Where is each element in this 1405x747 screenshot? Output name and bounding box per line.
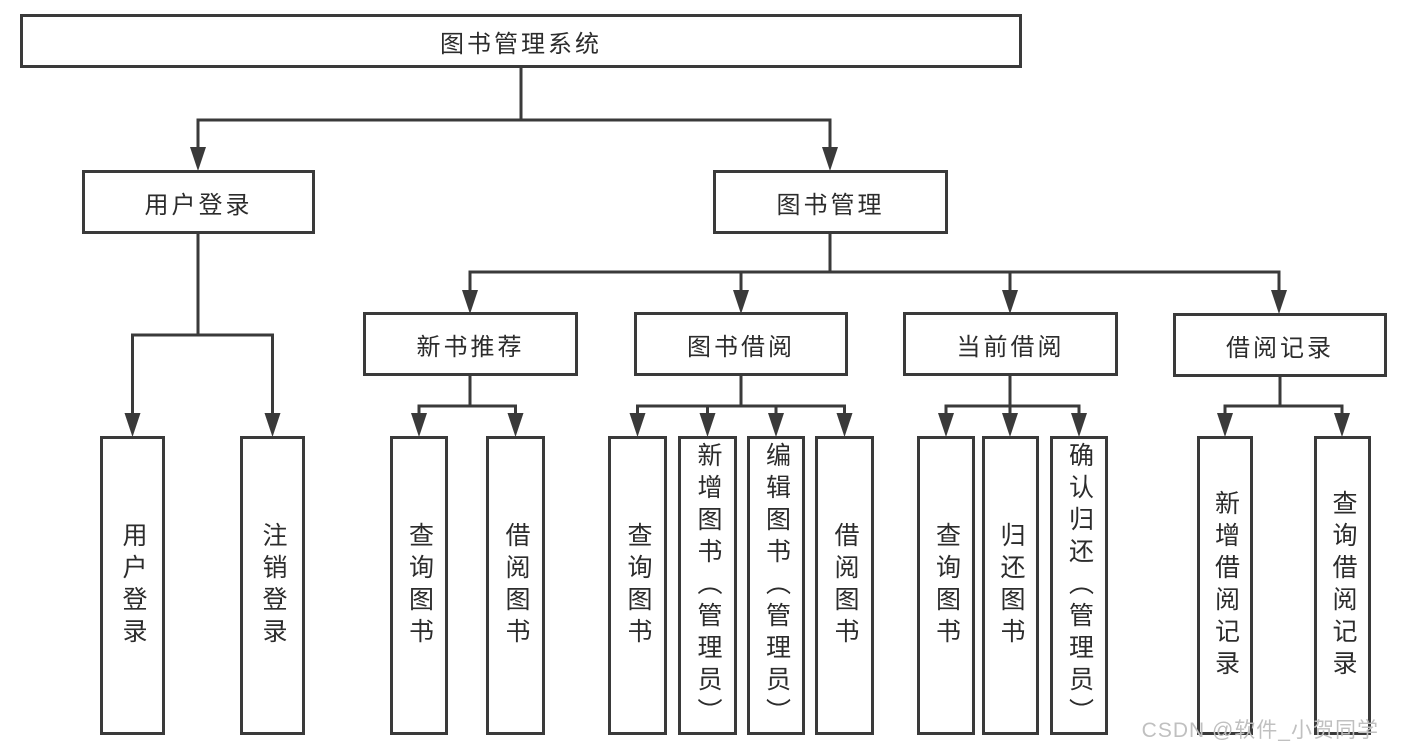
arrowhead bbox=[507, 413, 524, 437]
leaf-label: 查询图书 bbox=[624, 521, 652, 650]
node-label: 用户登录 bbox=[144, 191, 253, 219]
arrowhead bbox=[836, 413, 853, 437]
leaf-edit-book-admin: 编辑图书（管理员） bbox=[747, 436, 805, 735]
leaf-label: 归还图书 bbox=[997, 521, 1025, 650]
leaf-label: 注销登录 bbox=[259, 521, 287, 650]
arrowhead bbox=[124, 413, 141, 437]
leaf-label: 新增借阅记录 bbox=[1211, 489, 1240, 682]
leaf-query-borrow-record: 查询借阅记录 bbox=[1314, 436, 1371, 735]
edge-root-bus bbox=[196, 118, 832, 152]
arrowhead bbox=[1071, 413, 1087, 437]
leaf-query-books-current: 查询图书 bbox=[917, 436, 975, 735]
leaf-user-login: 用户登录 bbox=[100, 436, 165, 735]
arrowhead bbox=[1217, 413, 1233, 437]
arrowhead bbox=[1002, 413, 1018, 437]
edge-userlogin-bus bbox=[131, 333, 274, 416]
node-label: 图书管理系统 bbox=[440, 30, 602, 58]
node-book-management: 图书管理 bbox=[713, 170, 948, 234]
leaf-borrow-books-borrowing: 借阅图书 bbox=[815, 436, 874, 735]
leaf-label: 编辑图书（管理员） bbox=[762, 441, 791, 730]
edge-records-bus bbox=[1223, 404, 1344, 416]
leaf-label: 借阅图书 bbox=[831, 521, 859, 650]
leaf-query-books-borrowing: 查询图书 bbox=[608, 436, 667, 735]
arrowhead bbox=[462, 290, 478, 314]
node-label: 图书借阅 bbox=[687, 333, 795, 361]
arrowhead bbox=[190, 147, 206, 171]
node-borrowing-records: 借阅记录 bbox=[1173, 313, 1387, 377]
leaf-label: 查询借阅记录 bbox=[1329, 489, 1357, 682]
node-library-management-system: 图书管理系统 bbox=[20, 14, 1022, 68]
arrowhead bbox=[699, 413, 716, 437]
arrowhead bbox=[411, 413, 427, 437]
node-new-book-recommend: 新书推荐 bbox=[363, 312, 578, 376]
arrowhead bbox=[733, 290, 749, 314]
leaf-label: 新增图书（管理员） bbox=[694, 441, 722, 730]
leaf-label: 查询图书 bbox=[932, 521, 961, 650]
node-label: 新书推荐 bbox=[416, 333, 525, 361]
leaf-return-books: 归还图书 bbox=[982, 436, 1039, 735]
node-user-login: 用户登录 bbox=[82, 170, 315, 234]
leaf-confirm-return-admin: 确认归还（管理员） bbox=[1050, 436, 1108, 735]
arrowhead bbox=[1271, 290, 1287, 314]
edge-current-bus bbox=[944, 404, 1081, 416]
arrowhead bbox=[1002, 290, 1018, 314]
leaf-borrow-books-recommend: 借阅图书 bbox=[486, 436, 545, 735]
leaf-label: 借阅图书 bbox=[502, 521, 530, 650]
arrowhead bbox=[822, 147, 838, 171]
leaf-query-books-recommend: 查询图书 bbox=[390, 436, 448, 735]
arrowhead bbox=[938, 413, 954, 437]
arrowhead bbox=[768, 413, 784, 437]
leaf-add-book-admin: 新增图书（管理员） bbox=[678, 436, 737, 735]
edge-borrowing-bus bbox=[636, 404, 846, 416]
arrowhead bbox=[264, 413, 281, 437]
arrowhead bbox=[1334, 413, 1350, 437]
edge-recommend-bus bbox=[417, 404, 517, 416]
node-label: 图书管理 bbox=[776, 191, 885, 219]
leaf-label: 查询图书 bbox=[405, 521, 434, 650]
leaf-add-borrow-record: 新增借阅记录 bbox=[1197, 436, 1253, 735]
leaf-logout: 注销登录 bbox=[240, 436, 305, 735]
leaf-label: 用户登录 bbox=[119, 521, 147, 650]
leaf-label: 确认归还（管理员） bbox=[1065, 441, 1094, 730]
node-label: 借阅记录 bbox=[1226, 334, 1334, 362]
edge-bookmgmt-bus bbox=[468, 270, 1281, 293]
node-book-borrowing: 图书借阅 bbox=[634, 312, 848, 376]
node-current-borrowing: 当前借阅 bbox=[903, 312, 1118, 376]
csdn-watermark: CSDN @软件_小贺同学 bbox=[1141, 719, 1379, 742]
node-label: 当前借阅 bbox=[956, 333, 1065, 361]
arrowhead bbox=[629, 413, 646, 437]
